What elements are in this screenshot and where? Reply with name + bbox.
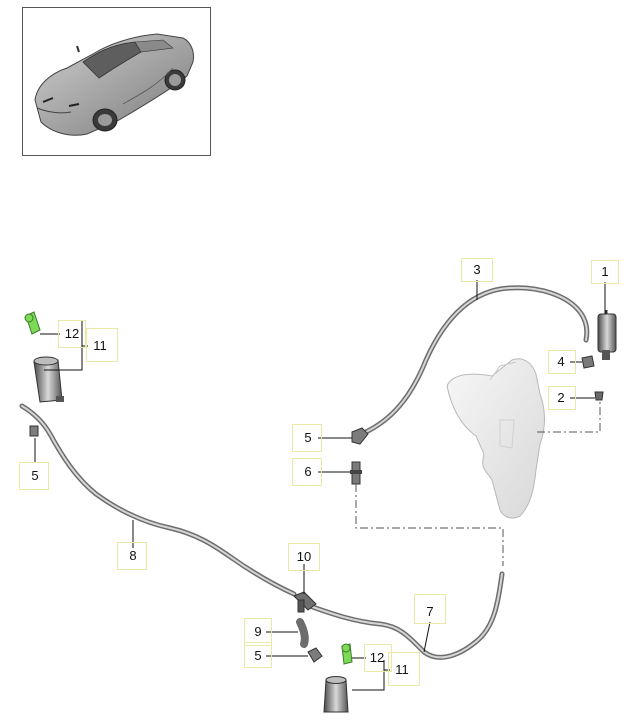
vehicle-thumbnail-frame [22, 7, 211, 156]
headlight-washer-cylinder-lower-icon [323, 676, 349, 713]
reference-lines [355, 400, 601, 566]
hose-7 [307, 571, 505, 660]
callout-5-lower: 5 [244, 642, 272, 668]
car-icon [34, 33, 194, 136]
callout-11-left: 11 [86, 328, 118, 362]
connector-5-lower-icon [307, 647, 323, 663]
callout-10: 10 [288, 543, 320, 571]
washer-reservoir-icon [446, 358, 545, 519]
callout-11-lower: 11 [388, 652, 420, 686]
connector-5-left-icon [29, 425, 39, 437]
hose-8 [19, 403, 297, 597]
valve-6-icon [350, 461, 362, 485]
callout-12-lower: 12 [364, 644, 392, 672]
callout-4: 4 [548, 350, 576, 374]
callout-2: 2 [548, 386, 576, 410]
callout-3: 3 [461, 258, 493, 282]
grommet-2-icon [594, 391, 604, 401]
callout-12-left: 12 [58, 320, 86, 348]
pump-icon [597, 310, 617, 360]
connector-5-upper-icon [351, 427, 369, 445]
hose-3 [363, 285, 590, 435]
callout-5-upper: 5 [292, 424, 322, 452]
grommet-4-icon [581, 355, 595, 369]
callout-1: 1 [591, 260, 619, 284]
callout-7: 7 [414, 594, 446, 624]
callout-8: 8 [117, 542, 147, 570]
spray-nozzle-lower-icon [341, 643, 353, 665]
spray-nozzle-icon [24, 311, 41, 335]
callout-5-left: 5 [19, 462, 49, 490]
t-connector-10-icon [293, 591, 317, 613]
headlight-washer-cylinder-left-icon [33, 356, 64, 403]
leader-lines [34, 280, 606, 691]
callout-6: 6 [292, 458, 322, 486]
hose-9-icon [296, 618, 309, 648]
callout-9: 9 [244, 618, 272, 646]
